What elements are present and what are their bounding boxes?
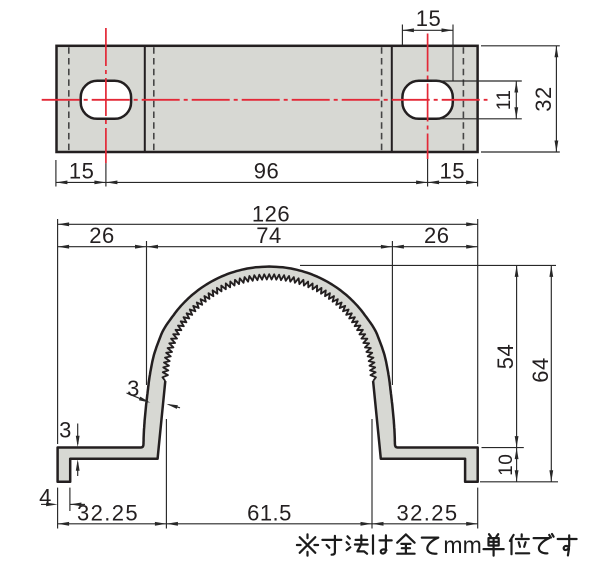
svg-text:3: 3 [127,376,140,401]
svg-text:96: 96 [254,159,279,184]
svg-text:32.25: 32.25 [77,501,139,526]
svg-text:32.25: 32.25 [396,501,458,526]
svg-text:10: 10 [496,454,517,476]
svg-text:64: 64 [528,357,553,382]
svg-text:61.5: 61.5 [247,501,292,526]
svg-text:126: 126 [252,202,290,227]
svg-text:mm: mm [443,532,481,558]
svg-text:4: 4 [39,484,52,509]
svg-text:74: 74 [256,223,281,248]
svg-text:15: 15 [416,6,441,31]
svg-text:26: 26 [424,223,449,248]
svg-text:11: 11 [494,90,515,111]
svg-text:3: 3 [59,418,72,443]
svg-text:15: 15 [69,159,94,184]
svg-text:54: 54 [493,344,518,369]
svg-text:15: 15 [440,159,465,184]
svg-text:32: 32 [531,86,556,111]
svg-text:26: 26 [89,223,114,248]
